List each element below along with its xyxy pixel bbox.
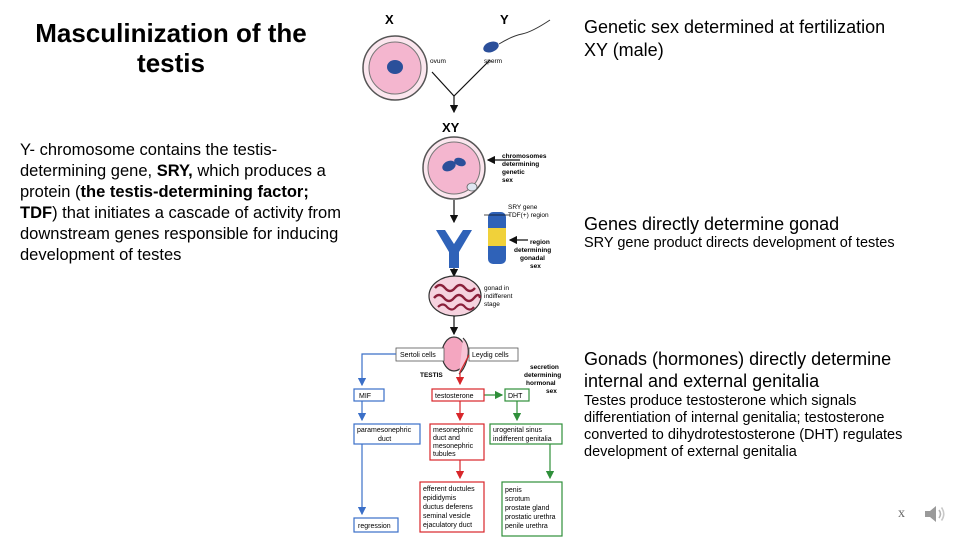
section1-line2: XY (male) [584, 40, 664, 60]
testis-organ [441, 336, 469, 375]
fertilization-lines [431, 59, 491, 97]
section3-sub-3: converted to dihydrotestosterone (DHT) r… [584, 427, 903, 443]
y-chromosome-label: Y [500, 12, 509, 27]
sry-chromosome [484, 212, 510, 264]
testis-label: TESTIS [420, 372, 443, 379]
speaker-icon[interactable] [922, 502, 948, 531]
section3-sub-1: Testes produce testosterone which signal… [584, 393, 857, 409]
secretion-label: secretion determining hormonal sex [524, 364, 563, 395]
xy-label: XY [442, 120, 460, 135]
paramesonephric-box [353, 423, 421, 445]
section2-heading: Genes directly determine gonad [584, 214, 840, 234]
section3-sub-2: differentiation of internal genitalia; t… [584, 410, 885, 426]
sperm-cell [483, 19, 551, 53]
ovum-cell [362, 35, 428, 101]
urogenital-box [489, 423, 563, 445]
title-line-1: Masculinization of the [35, 18, 307, 48]
section1-line1: Genetic sex determined at fertilization [584, 17, 886, 37]
efferent-box [419, 481, 485, 533]
y-chromosome-shape [436, 230, 472, 268]
urogenital-label: urogenital sinus indifferent genitalia [493, 427, 552, 443]
sex-determination-diagram: X Y ovum sperm XY chromosomes determinin… [353, 12, 563, 537]
dht-box [504, 388, 530, 402]
indifferent-gonad [428, 275, 482, 317]
mesonephric-box [429, 423, 485, 461]
paramesonephric-label: paramesonephric duct [357, 427, 413, 443]
section3-sub-4: development of external genitalia [584, 444, 797, 460]
close-button[interactable]: x [898, 506, 905, 521]
testosterone-label: testosterone [435, 393, 474, 400]
sry-gene-label: SRY gene TDF(+) region [508, 204, 549, 219]
slide-title: Masculinization of the testis [18, 18, 324, 78]
body-paragraph: Y- chromosome contains the testis-determ… [20, 140, 345, 266]
section2-sub: SRY gene product directs development of … [584, 235, 895, 251]
leydig-label: Leydig cells [472, 352, 509, 359]
mif-box [353, 388, 385, 402]
regression-label: regression [358, 523, 391, 530]
arrow-sertoli-to-mif [357, 353, 396, 387]
region-label: region determining gonadal sex [514, 239, 553, 270]
dht-label: DHT [508, 393, 523, 400]
sertoli-label: Sertoli cells [400, 352, 436, 359]
efferent-label: efferent ductules epididymis ductus defe… [423, 486, 477, 529]
section3-heading-2: internal and external genitalia [584, 371, 820, 391]
testosterone-box [431, 388, 485, 402]
body-text-3: which produces a protein ( [20, 162, 326, 201]
mif-label: MIF [359, 393, 371, 400]
body-text-5: ) that initiates a cascade of activity f… [20, 204, 341, 264]
body-text-1: Y- chromosome contains the testis-determ… [20, 141, 278, 180]
penis-label: penis scrotum prostate gland prostatic u… [505, 487, 558, 530]
penis-box [501, 481, 563, 537]
mesonephric-label: mesonephric duct and mesonephric tubules [433, 427, 475, 458]
title-line-2: testis [137, 48, 205, 78]
body-tdf: the testis-determining factor; TDF [20, 183, 309, 222]
arrow-leydig-to-testosterone [455, 354, 470, 386]
x-chromosome-label: X [385, 12, 394, 27]
chromosomes-label: chromosomes determining genetic sex [502, 153, 548, 184]
body-sry: SRY, [156, 162, 193, 180]
leydig-box [468, 347, 519, 362]
zygote-cell [422, 136, 486, 200]
regression-box [353, 517, 399, 533]
section3-heading-1: Gonads (hormones) directly determine [584, 349, 892, 369]
sperm-label: sperm [484, 58, 502, 65]
gonad-label: gonad in indifferent stage [484, 285, 514, 308]
ovum-label: ovum [430, 58, 446, 65]
